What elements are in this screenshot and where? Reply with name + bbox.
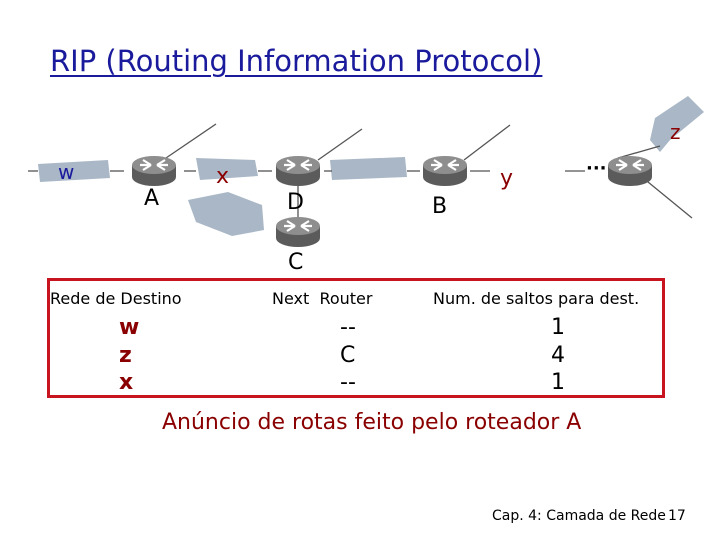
network-x-blob-2 (188, 192, 264, 236)
row-1-hops: 1 (551, 315, 565, 340)
page-number: 17 (668, 508, 686, 524)
slide-title: RIP (Routing Information Protocol) (50, 44, 543, 78)
network-w-blob (38, 160, 110, 182)
row-1-next: -- (340, 315, 356, 340)
network-segments (38, 96, 704, 236)
router-label-d: D (287, 190, 304, 215)
footer-chapter: Cap. 4: Camada de Rede (492, 508, 666, 524)
caption: Anúncio de rotas feito pelo roteador A (162, 410, 582, 435)
header-next-router: Next Router (272, 289, 373, 308)
network-z-blob (650, 96, 704, 152)
row-2-hops: 4 (551, 343, 565, 368)
router-b (421, 154, 469, 188)
router-d (274, 154, 322, 188)
routing-table: Rede de Destino Next Router Num. de salt… (47, 278, 665, 398)
router-label-a: A (144, 186, 160, 211)
network-x-blob (196, 158, 258, 180)
router-far (606, 154, 654, 188)
router-label-c: C (288, 250, 304, 275)
row-3-dest: x (119, 370, 134, 395)
network-label-y: y (500, 166, 514, 191)
router-c (274, 215, 322, 249)
router-label-b: B (432, 194, 448, 219)
router-a (130, 154, 178, 188)
row-2-dest: z (119, 343, 132, 368)
row-2-next: C (340, 343, 356, 368)
header-hops: Num. de saltos para dest. (433, 289, 640, 308)
ellipsis-label: ··· (586, 158, 607, 179)
links (28, 123, 693, 219)
row-3-next: -- (340, 370, 356, 395)
header-destination: Rede de Destino (50, 289, 182, 308)
network-d-b-blob (330, 157, 407, 180)
network-label-x: x (216, 164, 230, 189)
network-label-z: z (670, 120, 681, 144)
network-label-w: w (58, 160, 75, 184)
row-1-dest: w (119, 315, 140, 340)
row-3-hops: 1 (551, 370, 565, 395)
